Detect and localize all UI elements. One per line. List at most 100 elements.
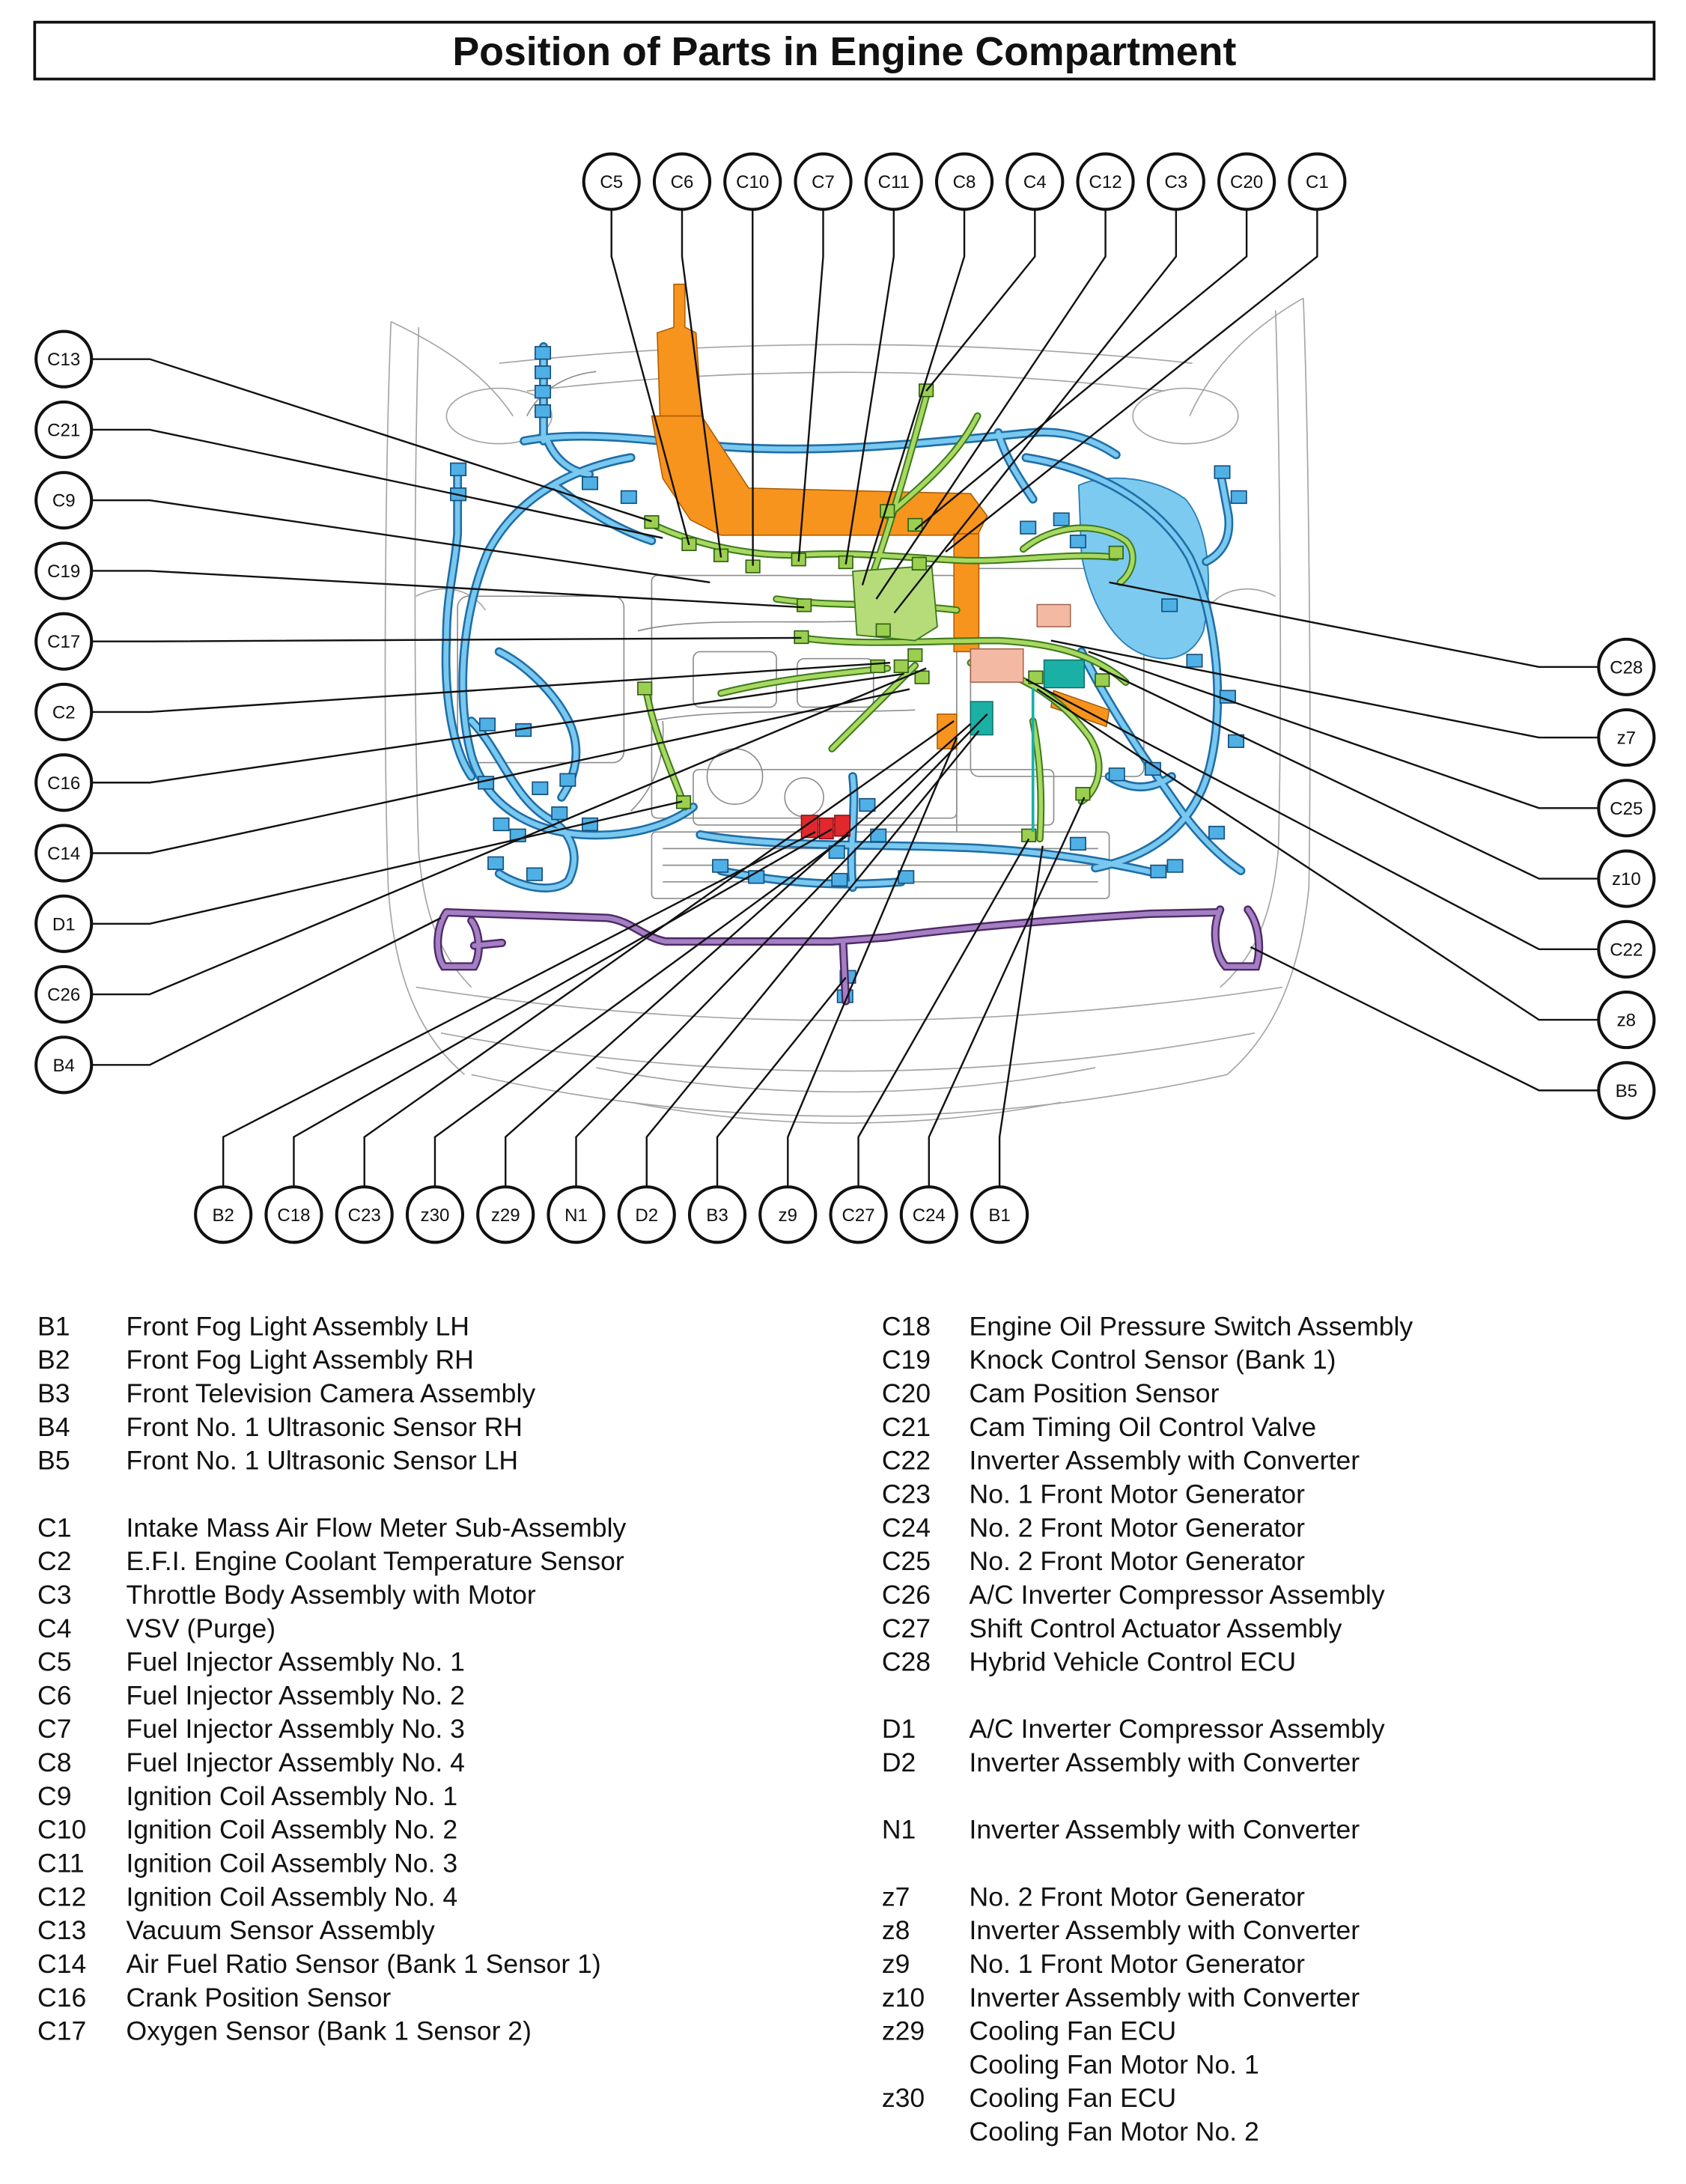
legend-description: Shift Control Actuator Assembly xyxy=(970,1613,1342,1643)
connector xyxy=(908,649,922,662)
leader-line-z7 xyxy=(1051,641,1598,737)
callout-label: C17 xyxy=(47,632,80,652)
connector xyxy=(1187,654,1202,667)
legend-description: Oxygen Sensor (Bank 1 Sensor 2) xyxy=(127,2016,532,2046)
legend-code: C14 xyxy=(37,1949,86,1979)
leader-line-b3 xyxy=(717,978,846,1187)
legend-description: No. 2 Front Motor Generator xyxy=(970,1546,1306,1576)
connector xyxy=(493,818,508,831)
connector xyxy=(527,868,542,880)
connector xyxy=(451,463,466,476)
legend-code: C8 xyxy=(37,1747,71,1777)
connector xyxy=(1151,866,1166,878)
connector xyxy=(535,366,550,379)
legend-code: C25 xyxy=(882,1546,931,1576)
callout-c14: C14 xyxy=(36,825,91,880)
legend-description: Front Fog Light Assembly LH xyxy=(127,1311,469,1341)
connector xyxy=(488,857,503,870)
harness-wire xyxy=(843,941,846,1001)
legend-description: Intake Mass Air Flow Meter Sub-Assembly xyxy=(127,1512,627,1542)
callout-label: B2 xyxy=(212,1205,234,1226)
callout-label: C26 xyxy=(47,985,80,1006)
legend-code: C20 xyxy=(882,1378,931,1408)
callout-label: C27 xyxy=(842,1205,874,1226)
legend-code: C26 xyxy=(882,1580,931,1610)
legend-description: No. 1 Front Motor Generator xyxy=(970,1479,1306,1509)
leader-line-c21 xyxy=(91,430,663,538)
callout-label: z8 xyxy=(1617,1011,1636,1031)
leader-line-c2 xyxy=(91,663,890,712)
legend-entry-c24: C24 No. 2 Front Motor Generator xyxy=(882,1512,1305,1542)
connector xyxy=(532,782,547,794)
leader-line-c22 xyxy=(1026,679,1597,949)
callout-label: C14 xyxy=(47,844,80,864)
harness-outline xyxy=(1206,472,1229,562)
connector xyxy=(1162,599,1177,612)
leader-line-b5 xyxy=(1250,947,1597,1090)
callout-c18: C18 xyxy=(266,1187,321,1242)
callout-c8: C8 xyxy=(937,154,992,210)
callout-label: C1 xyxy=(1306,172,1329,192)
callout-c2: C2 xyxy=(36,684,91,740)
connector xyxy=(535,405,550,418)
callout-d2: D2 xyxy=(619,1187,675,1242)
legend-code: C11 xyxy=(37,1848,85,1878)
connector xyxy=(1071,838,1086,851)
callout-b5: B5 xyxy=(1598,1062,1654,1118)
connector xyxy=(1209,827,1224,839)
callout-c6: C6 xyxy=(654,154,710,210)
callout-label: C6 xyxy=(671,172,694,192)
callout-label: C28 xyxy=(1610,657,1643,678)
legend-entry-c6: C6 Fuel Injector Assembly No. 2 xyxy=(37,1680,465,1710)
connector xyxy=(1095,674,1110,687)
legend-description: Cooling Fan ECU xyxy=(970,2083,1177,2113)
legend-code: C4 xyxy=(37,1613,71,1643)
callout-b2: B2 xyxy=(195,1187,251,1242)
connector xyxy=(552,807,567,820)
callout-c3: C3 xyxy=(1148,154,1204,210)
callout-label: z30 xyxy=(421,1205,450,1226)
connector xyxy=(1110,547,1124,559)
legend-description: Cooling Fan ECU xyxy=(970,2016,1177,2046)
legend-description: Vacuum Sensor Assembly xyxy=(127,1915,435,1945)
legend-description: No. 2 Front Motor Generator xyxy=(970,1512,1306,1542)
leader-line-z8 xyxy=(1037,689,1597,1020)
callout-c10: C10 xyxy=(725,154,780,210)
legend-code: C7 xyxy=(37,1714,71,1744)
callout-label: B3 xyxy=(706,1205,728,1226)
leader-line-n1 xyxy=(576,714,987,1187)
legend-description: Fuel Injector Assembly No. 2 xyxy=(127,1680,465,1710)
callout-label: C19 xyxy=(47,562,80,582)
callout-c28: C28 xyxy=(1598,639,1654,695)
legend-description: Front No. 1 Ultrasonic Sensor LH xyxy=(127,1446,519,1476)
connector xyxy=(895,660,909,673)
connector xyxy=(1232,491,1247,504)
legend-code: C6 xyxy=(37,1680,71,1710)
legend-code: C24 xyxy=(882,1512,931,1542)
callout-label: C13 xyxy=(47,350,80,370)
legend-code: C1 xyxy=(37,1512,71,1542)
callout-c19: C19 xyxy=(36,543,91,598)
legend-code: C18 xyxy=(882,1311,931,1341)
legend-description: Ignition Coil Assembly No. 4 xyxy=(127,1882,458,1911)
callout-b4: B4 xyxy=(36,1037,91,1092)
legend-code: C28 xyxy=(882,1647,931,1677)
legend-description: VSV (Purge) xyxy=(127,1613,276,1643)
callout-c11: C11 xyxy=(866,154,922,210)
page-title: Position of Parts in Engine Compartment xyxy=(452,29,1236,74)
